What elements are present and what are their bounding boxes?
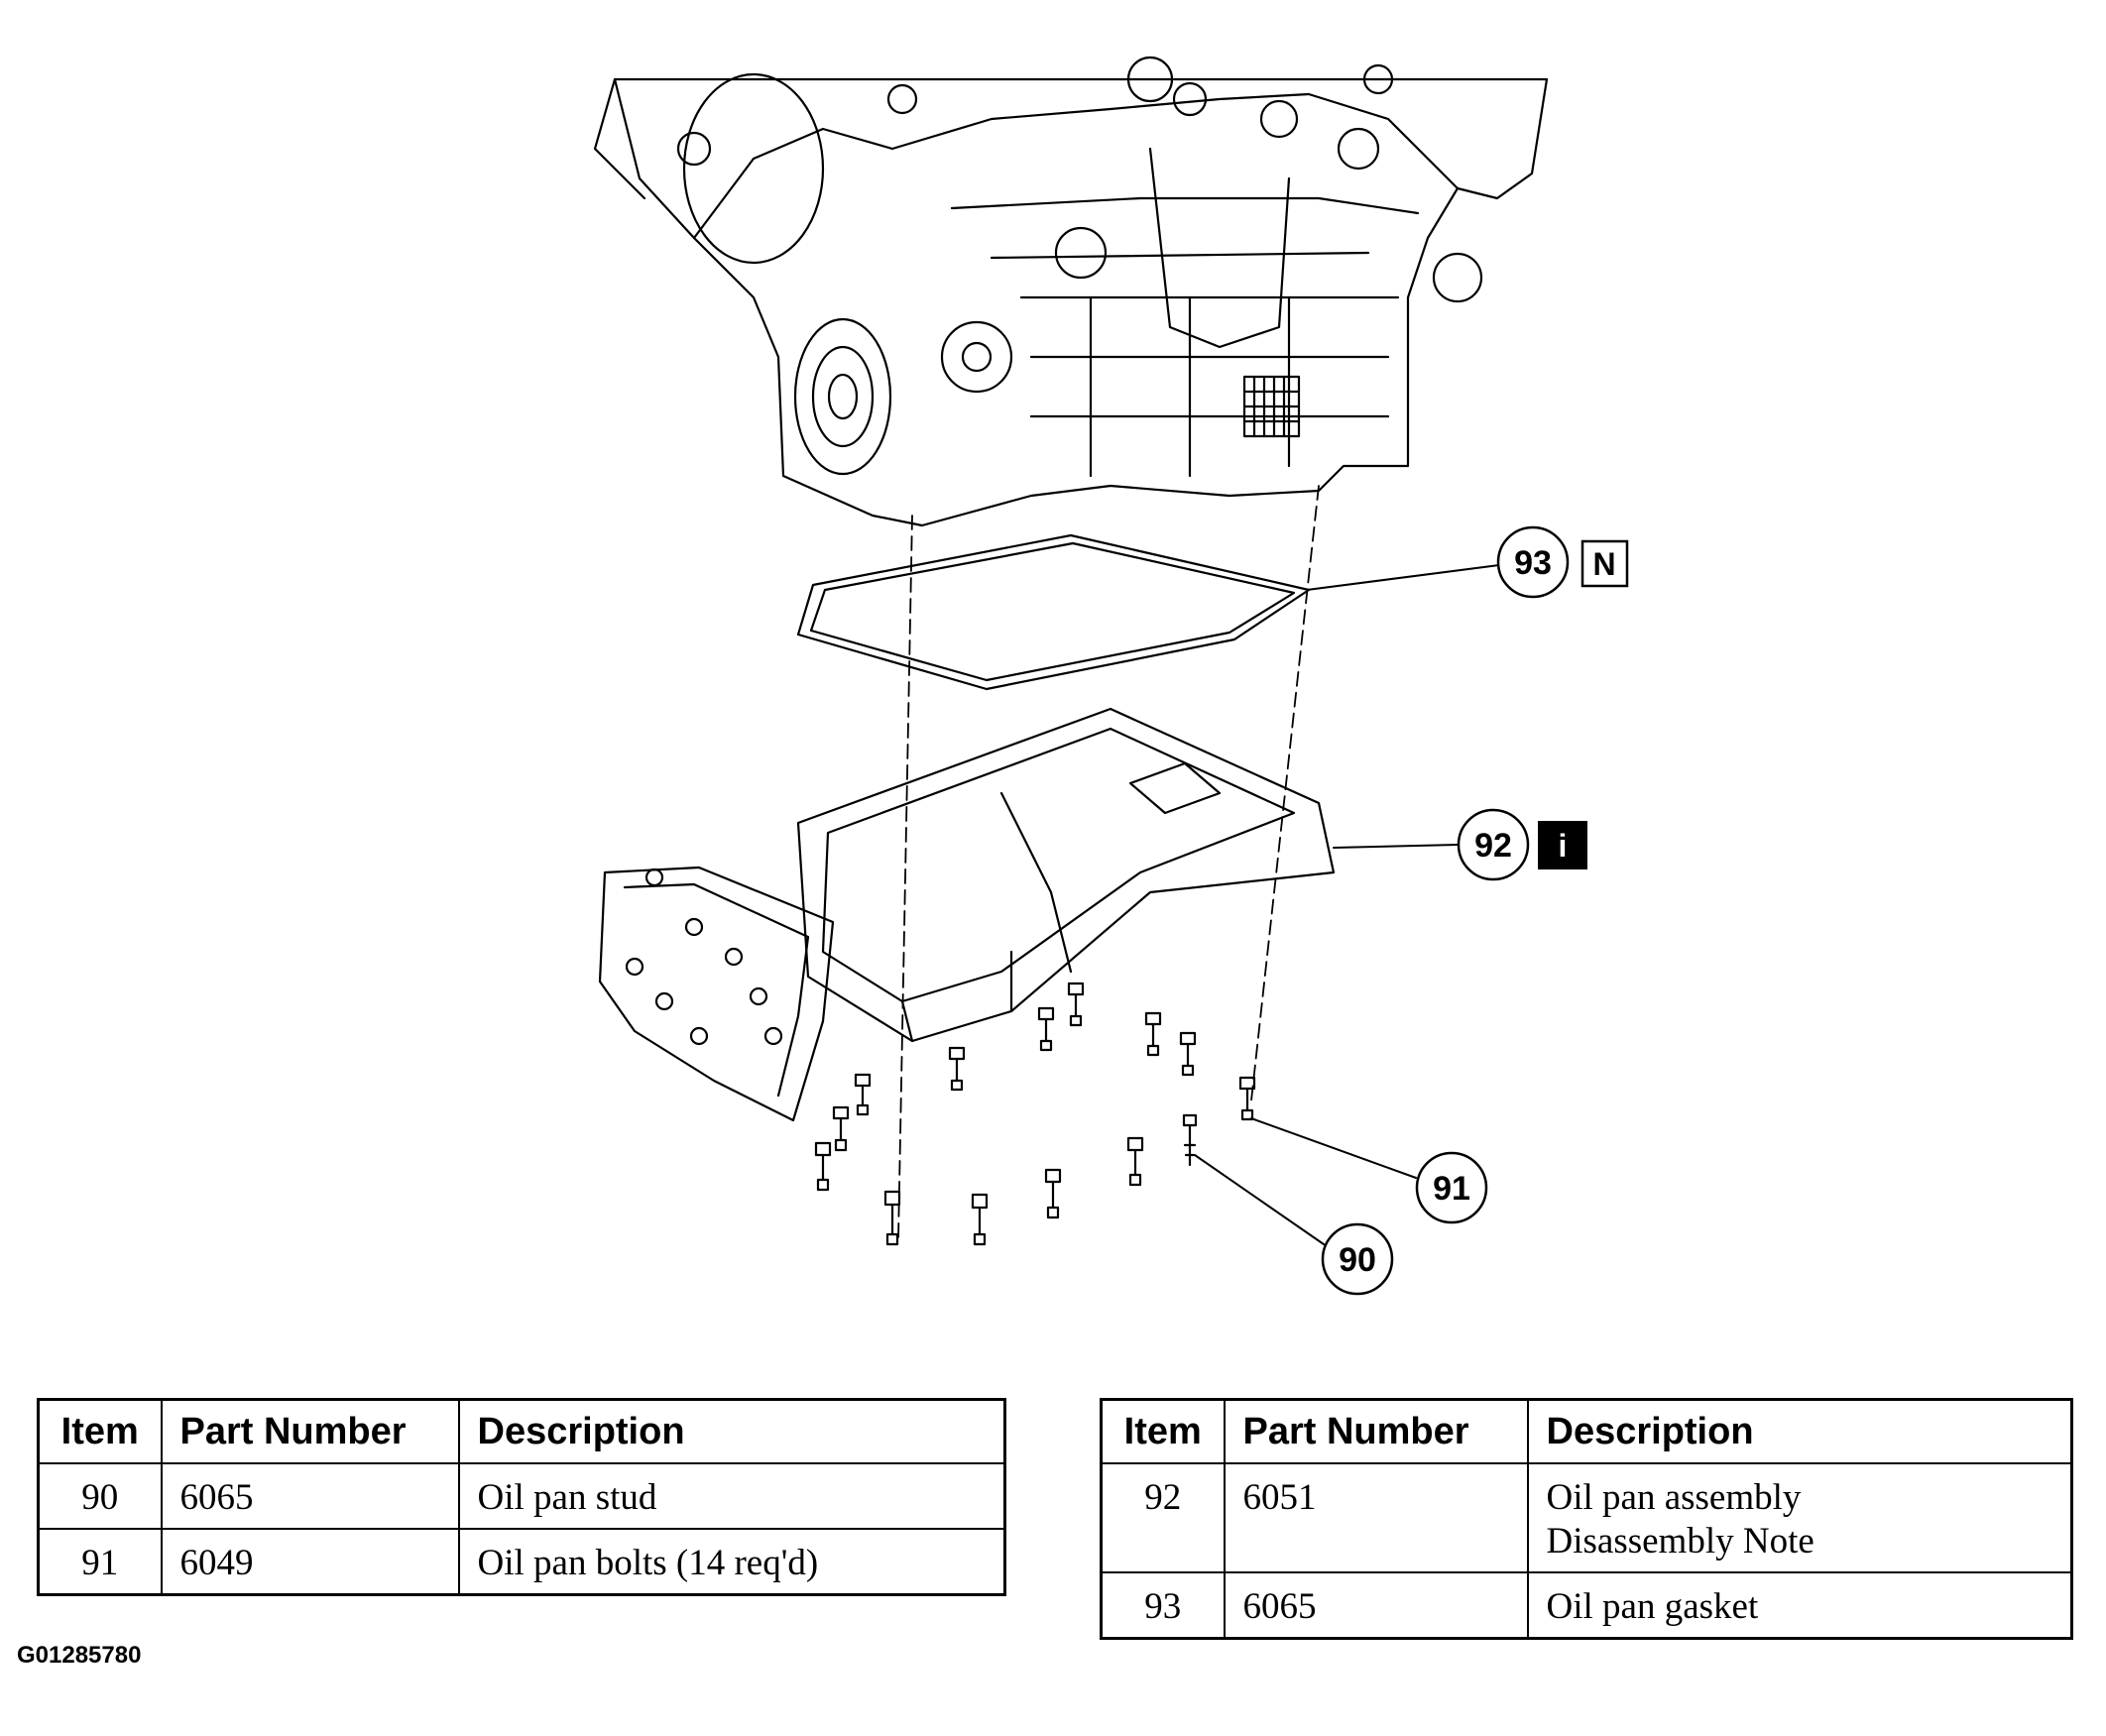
part-number-cell: 6065 [160, 1462, 460, 1530]
part-number-cell: 6049 [160, 1528, 460, 1596]
callout-93-number: 93 [1514, 544, 1552, 582]
table-header-row: Item Part Number Description [37, 1398, 1006, 1464]
description-cell: Oil pan stud [457, 1462, 1006, 1530]
table-row: 93 6065 Oil pan gasket [1100, 1571, 2073, 1640]
part-number-cell: 6065 [1223, 1571, 1529, 1640]
oil-pan-gasket-drawing [796, 533, 1311, 691]
description-cell: Oil pan gasket [1526, 1571, 2073, 1640]
parts-table-right: Item Part Number Description 92 6051 Oil… [1100, 1398, 2073, 1640]
new-part-badge-label: N [1592, 546, 1615, 582]
info-badge-icon [1538, 821, 1587, 869]
table-header-row: Item Part Number Description [1100, 1398, 2073, 1464]
item-cell: 93 [1100, 1571, 1226, 1640]
description-line: Oil pan bolts (14 req'd) [477, 1543, 819, 1583]
column-header-description: Description [457, 1398, 1006, 1464]
callout-93: 93 N [1496, 525, 1629, 599]
part-number-cell: 6051 [1223, 1462, 1529, 1573]
alignment-lines [897, 485, 1320, 1240]
description-line: Oil pan stud [477, 1477, 657, 1518]
callout-91: 91 [1415, 1151, 1488, 1224]
figure-id: G01285780 [17, 1642, 142, 1669]
oil-pan-bolts-drawing [814, 982, 1256, 1246]
column-header-item: Item [1100, 1398, 1226, 1464]
callout-90-number: 90 [1339, 1241, 1376, 1279]
callout-92-number: 92 [1474, 827, 1512, 865]
table-row: 90 6065 Oil pan stud [37, 1462, 1006, 1530]
leader-lines [1194, 564, 1500, 1245]
column-header-part-number: Part Number [1223, 1398, 1529, 1464]
oil-pan-assembly-drawing [598, 707, 1336, 1122]
parts-table-left: Item Part Number Description 90 6065 Oil… [37, 1398, 1006, 1596]
engine-block [593, 56, 1549, 527]
callout-92: 92 i [1457, 808, 1587, 881]
description-cell: Oil pan bolts (14 req'd) [457, 1528, 1006, 1596]
new-part-badge [1580, 539, 1629, 588]
table-row: 91 6049 Oil pan bolts (14 req'd) [37, 1528, 1006, 1596]
item-cell: 90 [37, 1462, 163, 1530]
column-header-item: Item [37, 1398, 163, 1464]
description-cell: Oil pan assembly Disassembly Note [1526, 1462, 2073, 1573]
callout-91-number: 91 [1433, 1170, 1470, 1208]
column-header-part-number: Part Number [160, 1398, 460, 1464]
description-line: Oil pan gasket [1546, 1586, 1759, 1627]
column-header-description: Description [1526, 1398, 2073, 1464]
disassembly-note-link[interactable]: Disassembly Note [1546, 1521, 1814, 1562]
table-row: 92 6051 Oil pan assembly Disassembly Not… [1100, 1462, 2073, 1573]
item-cell: 91 [37, 1528, 163, 1596]
item-cell: 92 [1100, 1462, 1226, 1573]
callout-90: 90 [1321, 1222, 1394, 1296]
description-line: Oil pan assembly [1546, 1477, 1802, 1518]
info-badge-label: i [1559, 828, 1568, 864]
